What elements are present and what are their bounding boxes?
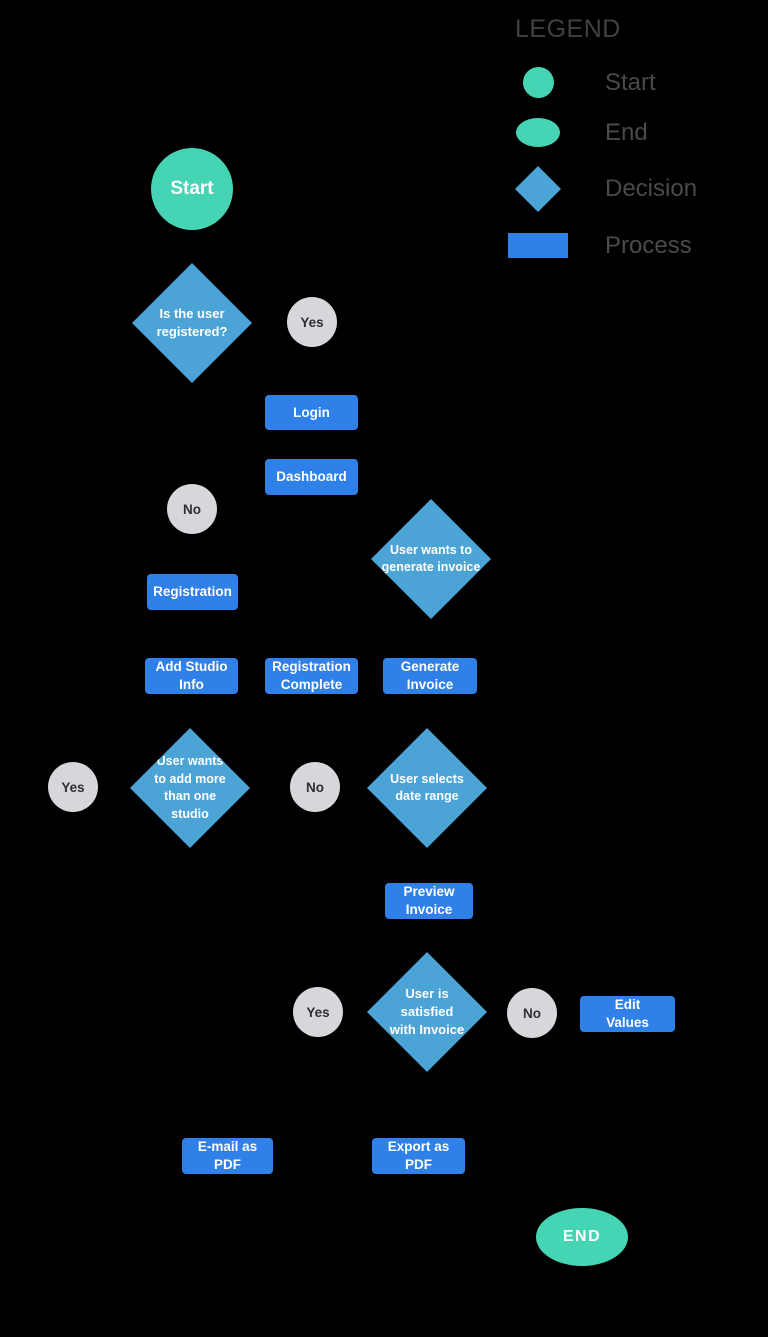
decision-diamond-icon [515,166,561,212]
process-rect-icon [508,233,568,258]
connector-yes-registered: Yes [287,297,337,347]
legend-item-start: Start [507,67,656,98]
decision-generate-invoice: User wants to generate invoice [371,499,491,619]
process-email-as-pdf: E-mail as PDF [182,1138,273,1174]
decision-add-more-studios: User wants to add more than one studio [130,728,250,848]
connector-no-registered: No [167,484,217,534]
process-preview-invoice: Preview Invoice [385,883,473,919]
connector-yes-add-more: Yes [48,762,98,812]
decision-is-user-registered: Is the user registered? [132,263,252,383]
node-start: Start [151,148,233,230]
node-end: END [536,1208,628,1266]
node-start-label: Start [170,178,214,199]
process-registration: Registration [147,574,238,610]
legend-label-start: Start [605,68,656,96]
connector-yes-satisfied: Yes [293,987,343,1037]
connector-no-add-more: No [290,762,340,812]
legend-label-decision: Decision [605,175,698,202]
legend-item-process: Process [507,231,692,259]
process-export-as-pdf: Export as PDF [372,1138,465,1174]
process-add-studio-info: Add Studio Info [145,658,238,694]
decision-selects-date-range: User selects date range [367,728,487,848]
legend-label-end: End [605,118,648,146]
start-circle-icon [522,67,554,98]
process-login: Login [265,395,358,430]
end-ellipse-icon [516,118,560,147]
legend-item-decision: Decision [507,166,697,212]
decision-satisfied-with-invoice: User is satisfied with Invoice [367,952,487,1072]
legend-item-end: End [507,118,648,147]
process-edit-values: Edit Values [580,996,675,1032]
connector-no-satisfied: No [507,988,557,1038]
legend-title: LEGEND [515,15,621,43]
node-end-label: END [562,1228,602,1245]
process-registration-complete: Registration Complete [265,658,358,694]
legend-label-process: Process [605,231,692,259]
process-generate-invoice: Generate Invoice [383,658,477,694]
process-dashboard: Dashboard [265,459,358,495]
